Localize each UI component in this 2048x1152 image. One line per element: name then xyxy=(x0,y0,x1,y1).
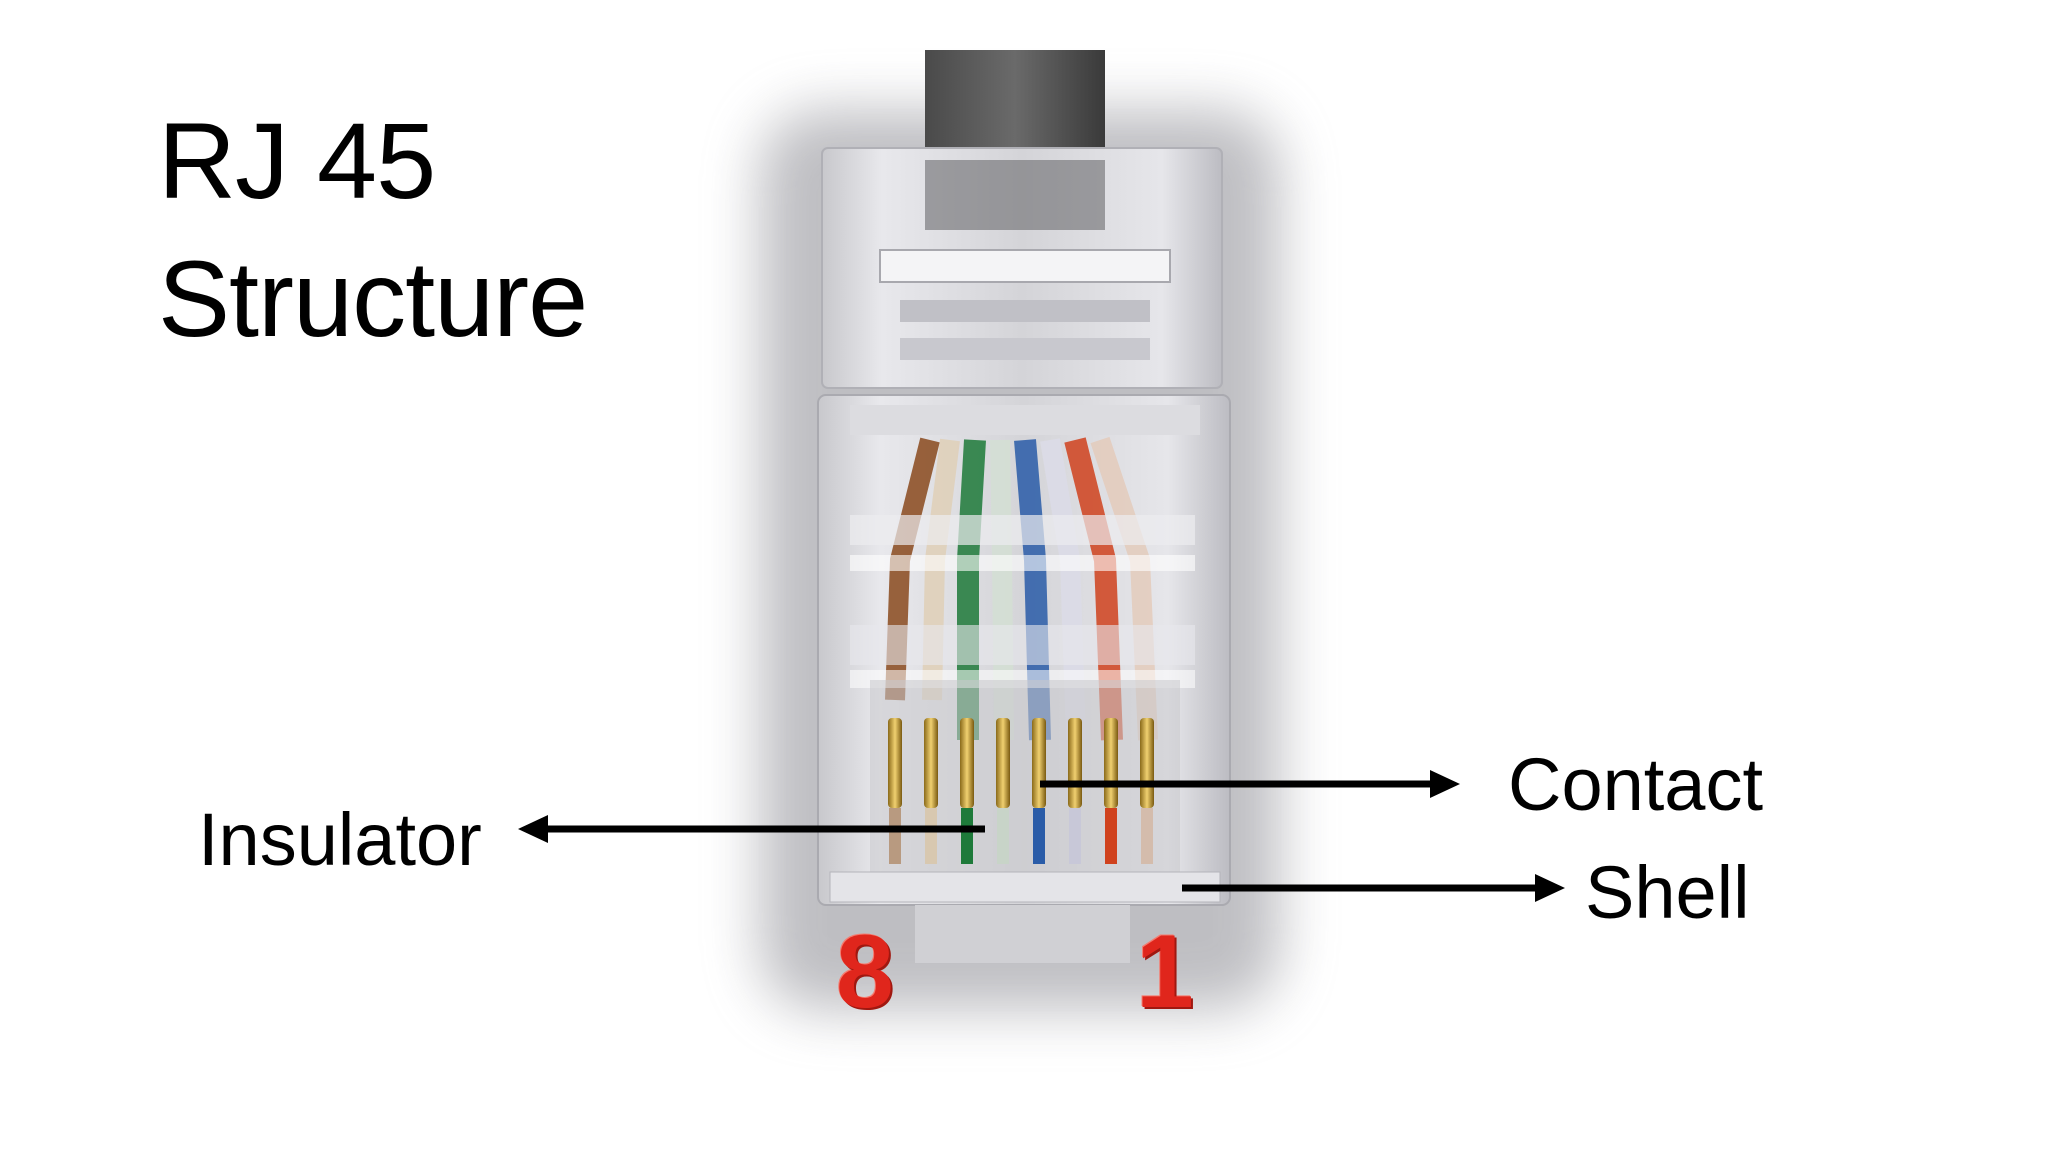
slide-title: RJ 45 Structure xyxy=(158,92,588,368)
pin-8-label: 8 xyxy=(836,914,894,1030)
insulator-block xyxy=(870,680,1180,880)
pin-1-label: 1 xyxy=(1136,914,1194,1030)
latch-ridge-2 xyxy=(900,338,1150,360)
title-line-1: RJ 45 xyxy=(158,100,436,221)
shell-bottom-rim xyxy=(829,871,1221,903)
insulator-arrow xyxy=(518,815,985,843)
insulator-label: Insulator xyxy=(198,798,482,881)
shell-ridge-3 xyxy=(850,625,1195,665)
shell-ridge-2 xyxy=(850,555,1195,571)
contact-label: Contact xyxy=(1508,743,1764,826)
shell-arrow xyxy=(1182,874,1565,902)
cable-inside xyxy=(925,160,1105,230)
contact-arrow xyxy=(1040,770,1460,798)
shell-label: Shell xyxy=(1585,851,1750,934)
shell-tab xyxy=(915,905,1130,963)
title-line-2: Structure xyxy=(158,238,588,359)
latch-ridge-1 xyxy=(900,300,1150,322)
shell-top-rim xyxy=(850,405,1200,435)
shell-ridge-1 xyxy=(850,515,1195,545)
latch-bar xyxy=(879,249,1171,283)
wire-tips xyxy=(889,808,1153,864)
